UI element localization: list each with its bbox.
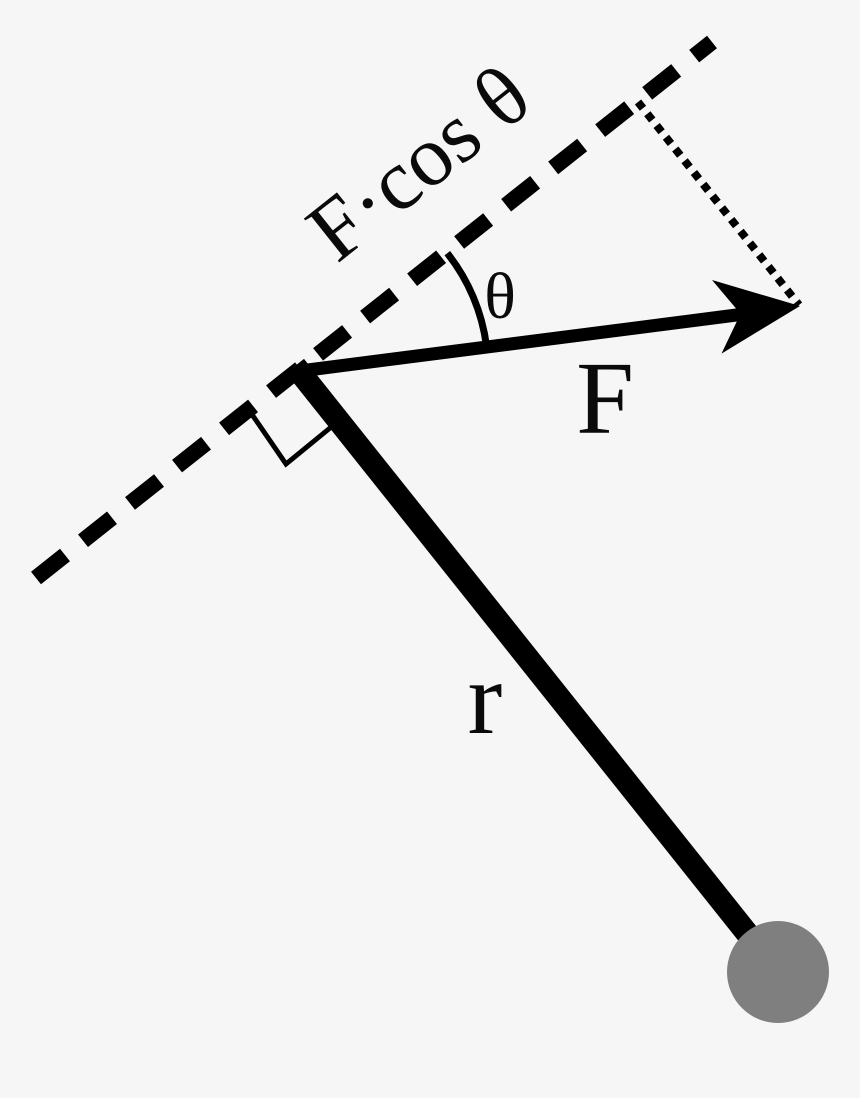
force-label: F [576,341,634,456]
force-vector-shaft [299,306,753,378]
dotted-projection-line [634,99,803,308]
force-vector-arrowhead [712,280,800,354]
angle-arc [444,251,490,347]
lever-arm-label: r [468,641,503,756]
force-component-label: F·cos θ [289,46,548,279]
pivot-ball [727,921,829,1023]
angle-label: θ [484,260,516,333]
right-angle-marker [248,411,332,468]
lever-arm-line [286,358,787,980]
dashed-reference-line [31,35,717,585]
